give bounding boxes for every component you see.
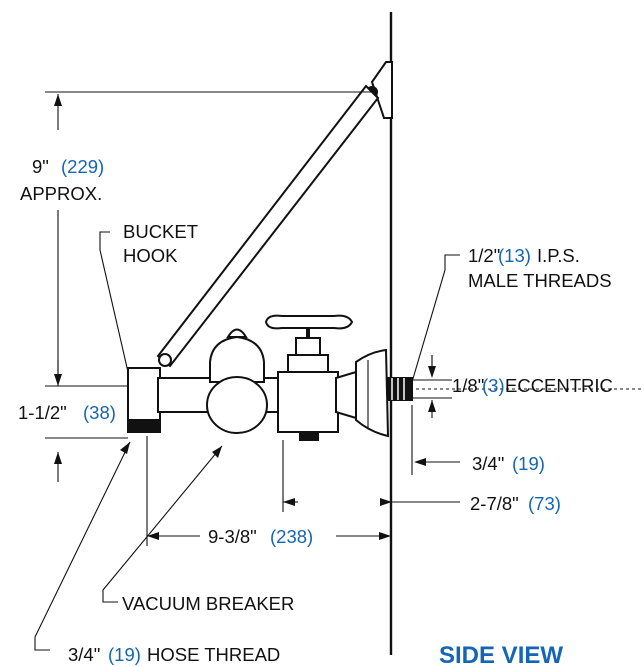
spout-height-imperial: 1-1/2": [18, 402, 67, 423]
nipple-metric: (19): [512, 453, 545, 474]
projection-metric: (238): [270, 526, 313, 547]
dimension-labels: 9" (229) APPROX. BUCKET HOOK 1/2" (13) I…: [18, 156, 613, 667]
hose-thread-metric: (19): [108, 644, 141, 665]
height-note: APPROX.: [20, 183, 102, 204]
height-imperial: 9": [32, 156, 49, 177]
vacuum-breaker-label: VACUUM BREAKER: [122, 593, 294, 614]
nipple-imperial: 3/4": [472, 453, 504, 474]
eccentric-note: ECCENTRIC: [505, 375, 613, 396]
eccentric-metric: (3): [482, 375, 505, 396]
faucet-body: [127, 314, 413, 441]
ips-metric: (13): [498, 245, 531, 266]
ips-line2: MALE THREADS: [468, 270, 612, 291]
projection-imperial: 9-3/8": [208, 526, 257, 547]
spout-height-metric: (38): [83, 402, 116, 423]
side-view-title: SIDE VIEW: [439, 642, 563, 667]
ips-note: I.P.S.: [537, 245, 580, 266]
eccentric-imperial: 1/8": [452, 375, 484, 396]
wall-offset-imperial: 2-7/8": [470, 493, 519, 514]
hose-thread-imperial: 3/4": [68, 644, 100, 665]
ips-imperial: 1/2": [468, 245, 500, 266]
bucket-hook-label-1: BUCKET: [123, 221, 198, 242]
hose-thread-note: HOSE THREAD: [147, 644, 280, 665]
bucket-hook-label-2: HOOK: [123, 245, 178, 266]
height-metric: (229): [61, 156, 104, 177]
dimension-lines: [34, 91, 644, 651]
wall-offset-metric: (73): [528, 493, 561, 514]
